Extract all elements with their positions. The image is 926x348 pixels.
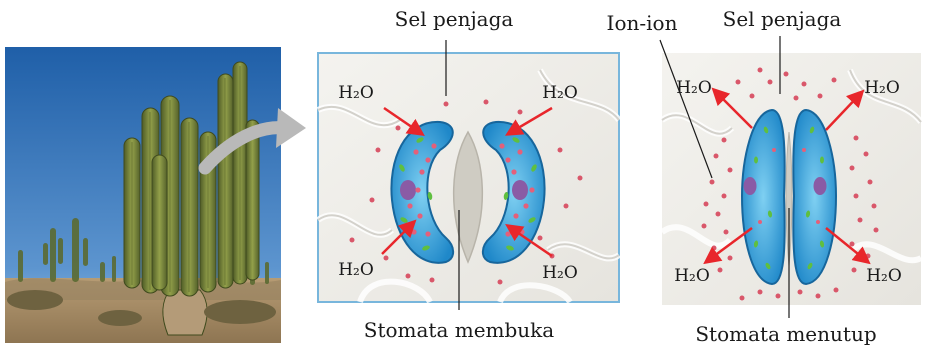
closed-bottom-label: Stomata menutup (695, 322, 876, 346)
closed-water-label-tr: H₂O (864, 78, 900, 98)
cactus-photo (5, 47, 281, 343)
open-top-label: Sel penjaga (395, 7, 514, 31)
open-bottom-label: Stomata membuka (364, 318, 555, 342)
closed-water-label-bl: H₂O (674, 266, 710, 286)
closed-water-label-tl: H₂O (676, 78, 712, 98)
open-water-label-bl: H₂O (338, 260, 374, 280)
open-water-label-br: H₂O (542, 263, 578, 283)
closed-top-label: Sel penjaga (723, 7, 842, 31)
open-water-label-tl: H₂O (338, 83, 374, 103)
ion-label: Ion-ion (607, 11, 678, 35)
closed-water-label-br: H₂O (866, 266, 902, 286)
open-water-label-tr: H₂O (542, 83, 578, 103)
